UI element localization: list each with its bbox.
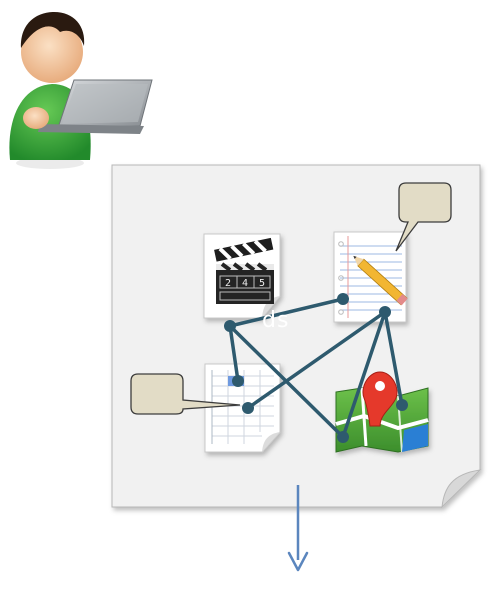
speech-callout-top-right: [395, 182, 452, 252]
connector-network: [228, 297, 404, 439]
clapper-number-1: 2: [225, 278, 231, 289]
connector-node: [232, 375, 244, 387]
user-with-laptop-icon: [9, 12, 153, 169]
connector-node: [337, 293, 349, 305]
connector-node: [224, 320, 236, 332]
connector-node: [396, 399, 408, 411]
connector-nodes: [224, 293, 408, 443]
connector-node: [242, 402, 254, 414]
overlay-label: ds: [262, 308, 290, 333]
connector-node: [337, 431, 349, 443]
notepad-pencil-icon: [333, 231, 408, 323]
clapper-number-2: 4: [242, 278, 248, 289]
down-arrow-icon: [287, 485, 309, 572]
speech-callout-left: [130, 373, 241, 415]
connector-node: [379, 306, 391, 318]
map-pin-icon: [335, 371, 429, 453]
film-clapper-icon: 2 4 5: [203, 233, 281, 319]
clapper-number-3: 5: [259, 278, 265, 289]
